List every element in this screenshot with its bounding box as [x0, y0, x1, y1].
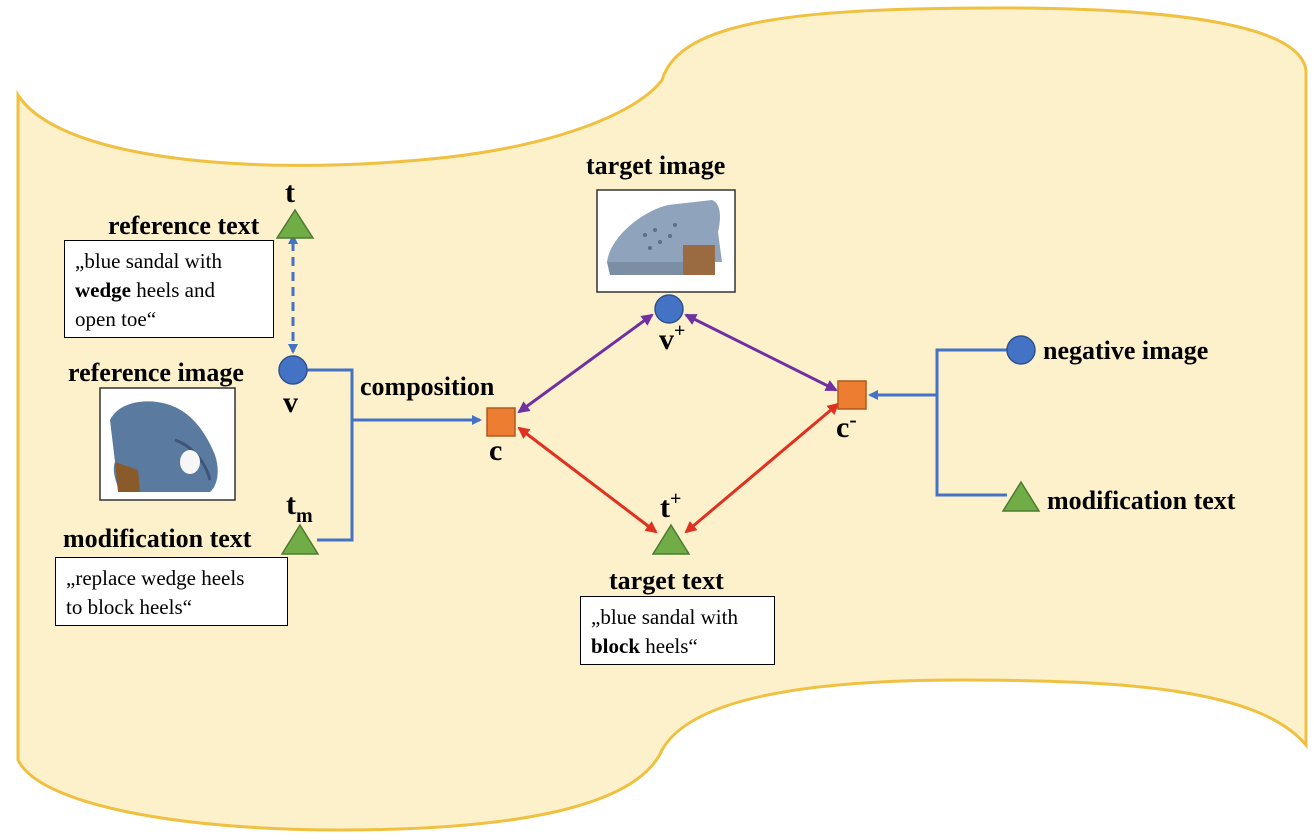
target-text-box: „blue sandal with block heels“ [580, 596, 775, 665]
tm-node-icon [280, 523, 320, 555]
v-symbol: v [283, 386, 298, 419]
c-minus-sup: - [849, 407, 856, 432]
v-plus-symbol: v+ [659, 320, 685, 356]
reference-image-photo [99, 387, 236, 501]
reference-text-line2: wedge heels and [75, 276, 263, 305]
c-minus-node-icon [837, 380, 867, 410]
composition-label: composition [360, 372, 495, 401]
reference-text-line3: open toe“ [75, 307, 157, 331]
negative-image-label: negative image [1043, 336, 1208, 365]
t-plus-base: t [660, 491, 670, 524]
v-node-icon [278, 355, 308, 385]
target-text-line1: „blue sandal with [591, 605, 738, 629]
reference-text-bold: wedge [75, 278, 131, 302]
tm-base: t [286, 488, 296, 521]
t-symbol: t [285, 176, 295, 209]
t-plus-sup: + [670, 488, 681, 510]
background-shape [16, 6, 1308, 832]
blue-connectors [288, 234, 1007, 542]
t-plus-node-icon [651, 523, 691, 555]
modification-text-label-left: modification text [63, 524, 252, 553]
tm-symbol: tm [286, 488, 313, 527]
red-arrows [517, 402, 840, 534]
modification-text-label-right: modification text [1047, 486, 1236, 515]
reference-image-label: reference image [68, 358, 244, 387]
c-minus-base: c [836, 411, 849, 444]
target-text-line2-rest: heels“ [640, 634, 698, 658]
c-node-icon [486, 407, 516, 437]
v-plus-node-icon [654, 294, 684, 324]
target-image-photo [596, 189, 736, 293]
reference-text-label: reference text [108, 211, 260, 240]
v-plus-sup: + [674, 320, 685, 342]
tm-subscript: m [296, 505, 313, 527]
target-text-label: target text [609, 566, 724, 595]
target-text-bold: block [591, 634, 641, 658]
c-minus-symbol: c- [836, 407, 857, 444]
purple-arrows [517, 313, 838, 414]
modification-text-node-icon [1001, 480, 1041, 512]
negative-image-node-icon [1006, 335, 1036, 365]
t-plus-symbol: t+ [660, 488, 681, 524]
v-plus-base: v [659, 323, 674, 356]
modification-text-line1: „replace wedge heels [66, 566, 245, 590]
t-node-icon [275, 208, 315, 239]
reference-text-box: „blue sandal with wedge heels and open t… [64, 240, 274, 338]
modification-text-line2: to block heels“ [66, 595, 192, 619]
target-text-line2: block heels“ [591, 632, 764, 661]
reference-text-line1: „blue sandal with [75, 249, 222, 273]
reference-text-line2-rest: heels and [131, 278, 215, 302]
target-image-label: target image [586, 151, 725, 180]
c-symbol: c [489, 434, 502, 467]
modification-text-box: „replace wedge heels to block heels“ [55, 557, 288, 626]
